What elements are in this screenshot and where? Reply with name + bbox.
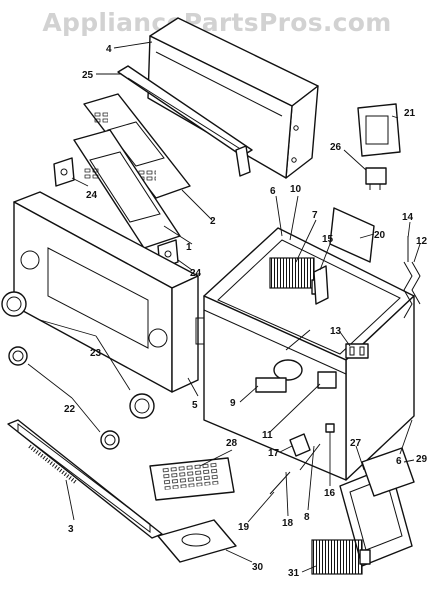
leader-lines: [27, 41, 421, 573]
callout-27: 27: [350, 438, 362, 449]
callout-20: 20: [374, 230, 386, 241]
tray-part: [157, 519, 237, 563]
callout-29: 29: [416, 454, 428, 465]
bezel-ring-part: [8, 346, 28, 366]
clip-part: [325, 423, 335, 433]
heat-shield-part: [361, 447, 415, 497]
callout-5: 5: [192, 400, 198, 411]
bezel-ring-part: [100, 430, 120, 450]
relay-part: [317, 371, 337, 389]
filter-frame-part: [329, 207, 375, 263]
callout-8: 8: [304, 512, 310, 523]
bracket-part: [313, 265, 329, 305]
housing-box-part: [203, 227, 415, 481]
callout-1: 1: [186, 242, 192, 253]
knob-part: [53, 157, 75, 187]
callout-24b: 24: [190, 268, 202, 279]
wire-harness-part: [403, 236, 421, 319]
keypad-strip-part: [7, 419, 163, 539]
callout-6a: 6: [270, 186, 276, 197]
callout-14: 14: [402, 212, 414, 223]
callout-24a: 24: [86, 190, 98, 201]
callout-18: 18: [282, 518, 294, 529]
callout-17: 17: [268, 448, 280, 459]
callout-31: 31: [288, 568, 300, 579]
callout-23: 23: [90, 348, 102, 359]
callout-15: 15: [322, 234, 334, 245]
front-console-part: [13, 191, 209, 393]
lens-disc-part: [129, 393, 155, 419]
callout-9: 9: [230, 398, 236, 409]
callout-22: 22: [64, 404, 76, 415]
membrane-switch-part: [149, 457, 235, 501]
callout-11: 11: [262, 430, 273, 441]
watermark: AppliancePartsPros.com: [42, 8, 392, 37]
connector-part: [365, 167, 387, 190]
callout-7: 7: [312, 210, 318, 221]
callout-12: 12: [416, 236, 428, 247]
lens-disc-part: [1, 291, 27, 317]
callout-labels: 1 2 3 4 5 6 6 7 8 9 10 11 12 13 14 15 16…: [64, 44, 428, 579]
callout-4: 4: [106, 44, 112, 55]
callout-13: 13: [330, 326, 342, 337]
blower-part: [311, 539, 371, 575]
motor-assembly-part: [255, 329, 311, 393]
screw-part: [269, 443, 321, 495]
callout-28: 28: [226, 438, 238, 449]
callout-2: 2: [210, 216, 216, 227]
back-panel-part: [147, 17, 319, 179]
cover-plate-part: [357, 103, 401, 157]
callout-26: 26: [330, 142, 342, 153]
callout-30: 30: [252, 562, 264, 573]
callout-6b: 6: [396, 456, 402, 467]
callout-19: 19: [238, 522, 250, 533]
trim-strip-part: [117, 65, 253, 177]
control-board-part: [83, 93, 191, 199]
terminal-block-part: [345, 343, 369, 359]
callout-16: 16: [324, 488, 336, 499]
callout-3: 3: [68, 524, 74, 535]
callout-21: 21: [404, 108, 416, 119]
mount-bracket-part: [289, 433, 311, 457]
callout-10: 10: [290, 184, 302, 195]
callout-25: 25: [82, 70, 94, 81]
